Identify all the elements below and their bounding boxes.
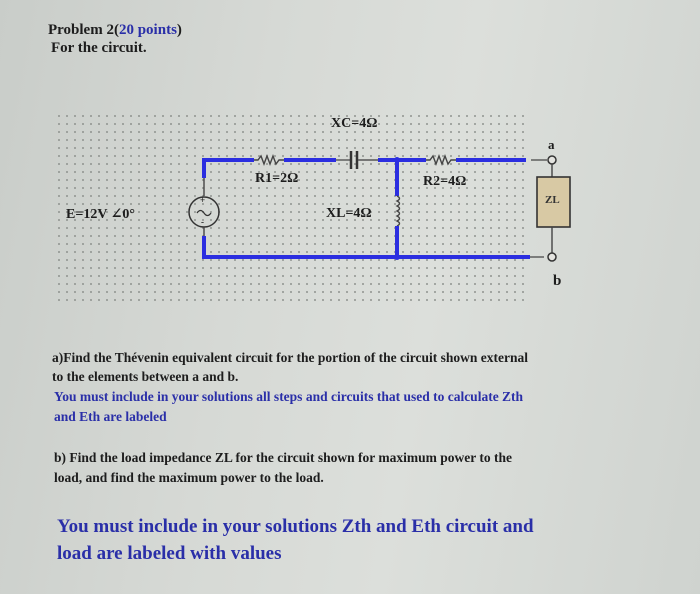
terminal-b-icon — [547, 252, 557, 262]
r1-resistor-icon — [254, 154, 284, 166]
question-a-line1: a)Find the Thévenin equivalent circuit f… — [52, 350, 528, 365]
circuit-diagram: + - — [188, 151, 571, 262]
terminal-a-icon — [547, 155, 557, 165]
xc-label: XC=4Ω — [331, 116, 378, 131]
question-b-line1: b) Find the load impedance ZL for the ci… — [54, 450, 513, 465]
load-impedance-icon — [536, 176, 571, 228]
svg-text:+: + — [200, 195, 205, 205]
problem-subtitle: For the circuit. — [51, 40, 147, 56]
problem-title: Problem 2(20 points) — [48, 22, 182, 38]
r2-label: R2=4Ω — [423, 174, 467, 189]
final-note-line1: You must include in your solutions Zth a… — [57, 516, 534, 537]
node-b-label: b — [553, 273, 562, 289]
question-a-note1: You must include in your solutions all s… — [54, 389, 524, 404]
r1-label: R1=2Ω — [255, 171, 299, 186]
load-label: ZL — [545, 194, 560, 206]
svg-text:-: - — [201, 217, 204, 227]
xc-capacitor-icon — [349, 151, 359, 169]
points-label: 20 points — [118, 22, 177, 38]
r2-resistor-icon — [426, 154, 456, 166]
xl-label: XL=4Ω — [326, 206, 372, 221]
source-label: E=12V ∠0° — [66, 207, 136, 222]
question-b-line2: load, and find the maximum power to the … — [54, 470, 324, 485]
final-note-line2: load are labeled with values — [57, 543, 282, 564]
xl-inductor-icon — [395, 195, 401, 227]
ac-source-icon: + - — [188, 178, 220, 236]
wire-top-left — [202, 158, 254, 178]
question-a-line2: to the elements between a and b. — [52, 369, 239, 384]
dot-grid — [55, 112, 530, 304]
question-a-note2: and Eth are labeled — [54, 409, 167, 424]
node-a-label: a — [548, 137, 555, 152]
